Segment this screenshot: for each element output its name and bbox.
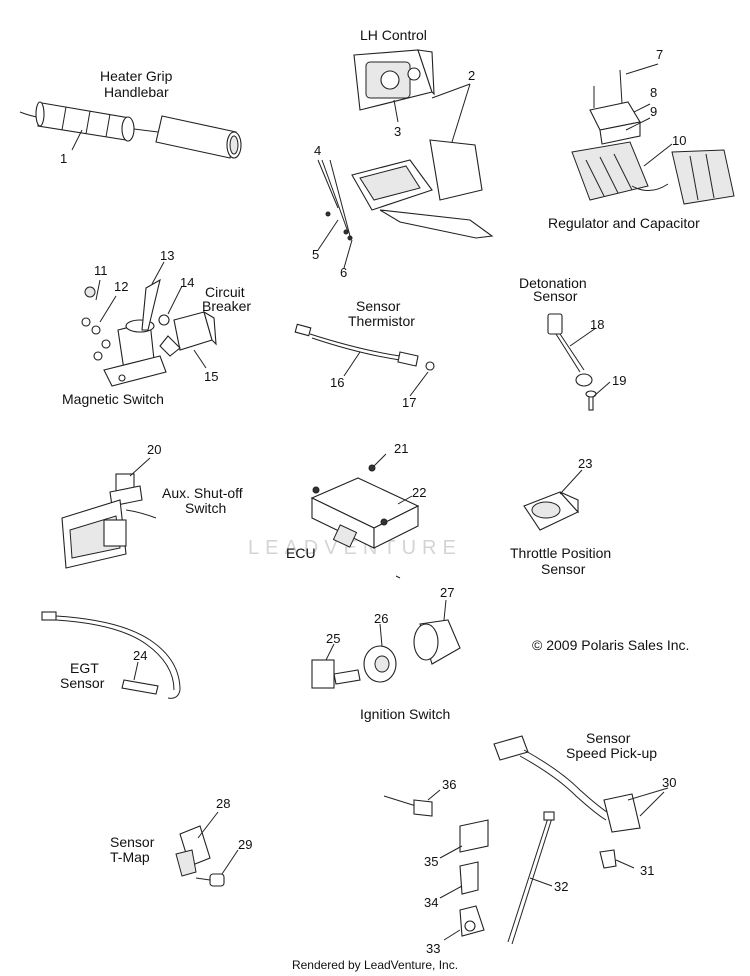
callout-29: 29 xyxy=(238,837,253,852)
footer-credit: Rendered by LeadVenture, Inc. xyxy=(291,958,459,972)
label-egt: EGT xyxy=(70,660,99,676)
callout-15: 15 xyxy=(204,369,219,384)
watermark: LEADVENTURE xyxy=(248,537,462,559)
label-tmap-sensor: Sensor xyxy=(110,834,155,850)
callout-27: 27 xyxy=(440,585,455,600)
label-ignition-switch: Ignition Switch xyxy=(360,706,451,722)
callout-32: 32 xyxy=(554,879,569,894)
callout-31: 31 xyxy=(640,863,655,878)
callout-20: 20 xyxy=(147,442,162,457)
ecu-drawing xyxy=(310,453,420,549)
callout-3: 3 xyxy=(394,124,402,139)
sensor-thermistor-drawing xyxy=(294,323,435,397)
label-aux-shutoff: Aux. Shut-off xyxy=(162,485,243,501)
callout-13: 13 xyxy=(160,248,175,263)
label-circuit: Circuit xyxy=(205,284,245,300)
callout-33: 33 xyxy=(426,941,441,956)
label-handlebar: Handlebar xyxy=(104,84,169,100)
lh-control-top-drawing xyxy=(353,49,471,123)
lh-control-housing-drawing xyxy=(317,83,494,269)
ignition-switch-drawing xyxy=(311,599,461,689)
label-sensor-thermistor-1: Sensor xyxy=(356,298,401,314)
callout-14: 14 xyxy=(180,275,195,290)
label-throttle-sensor: Sensor xyxy=(541,561,586,577)
callout-4: 4 xyxy=(314,143,322,158)
heater-grip-drawing xyxy=(19,101,242,159)
label-heater-grip: Heater Grip xyxy=(100,68,173,84)
label-egt-sensor: Sensor xyxy=(60,675,105,691)
callout-21: 21 xyxy=(394,441,409,456)
copyright-notice: © 2009 Polaris Sales Inc. xyxy=(532,637,690,653)
circuit-breaker-drawing xyxy=(158,285,217,369)
callout-19: 19 xyxy=(612,373,627,388)
regulator-drawing xyxy=(571,63,735,205)
callout-25: 25 xyxy=(326,631,341,646)
callout-34: 34 xyxy=(424,895,439,910)
callout-9: 9 xyxy=(650,104,658,119)
callout-36: 36 xyxy=(442,777,457,792)
callout-22: 22 xyxy=(412,485,427,500)
callout-17: 17 xyxy=(402,395,417,410)
label-detonation: Detonation xyxy=(519,275,587,291)
magnetic-switch-drawing xyxy=(81,261,167,387)
callout-12: 12 xyxy=(114,279,129,294)
tmap-sensor-drawing xyxy=(175,811,239,887)
callout-35: 35 xyxy=(424,854,439,869)
label-tmap: T-Map xyxy=(110,849,150,865)
callout-11: 11 xyxy=(94,263,108,278)
callout-18: 18 xyxy=(590,317,605,332)
label-breaker: Breaker xyxy=(202,298,252,314)
label-speed-sensor: Sensor xyxy=(586,730,631,746)
callout-5: 5 xyxy=(312,247,320,262)
callout-24: 24 xyxy=(133,648,148,663)
callout-28: 28 xyxy=(216,796,231,811)
callout-26: 26 xyxy=(374,611,389,626)
callout-6: 6 xyxy=(340,265,348,280)
callout-10: 10 xyxy=(672,133,687,148)
speed-pickup-sensor-drawing xyxy=(493,735,669,869)
label-sensor-thermistor-2: Thermistor xyxy=(348,313,415,329)
label-aux-switch: Switch xyxy=(185,500,227,516)
callout-30: 30 xyxy=(662,775,677,790)
label-magnetic-switch: Magnetic Switch xyxy=(62,391,164,407)
label-detonation-sensor: Sensor xyxy=(533,288,578,304)
label-regulator-capacitor: Regulator and Capacitor xyxy=(548,215,700,231)
label-speed-pickup: Speed Pick-up xyxy=(566,745,658,761)
cable-tie-and-clips-drawing xyxy=(383,789,555,945)
label-throttle-position: Throttle Position xyxy=(510,545,612,561)
label-lh-control: LH Control xyxy=(360,27,427,43)
callout-16: 16 xyxy=(330,375,345,390)
detonation-sensor-drawing xyxy=(547,313,611,411)
label-ecu: ECU xyxy=(286,545,316,561)
callout-8: 8 xyxy=(650,85,658,100)
callout-1: 1 xyxy=(60,151,68,166)
aux-shutoff-switch-drawing xyxy=(61,457,157,569)
egt-sensor-drawing xyxy=(41,611,181,699)
throttle-position-sensor-drawing xyxy=(523,469,583,531)
callout-7: 7 xyxy=(656,47,664,62)
callout-23: 23 xyxy=(578,456,593,471)
callout-2: 2 xyxy=(468,68,476,83)
